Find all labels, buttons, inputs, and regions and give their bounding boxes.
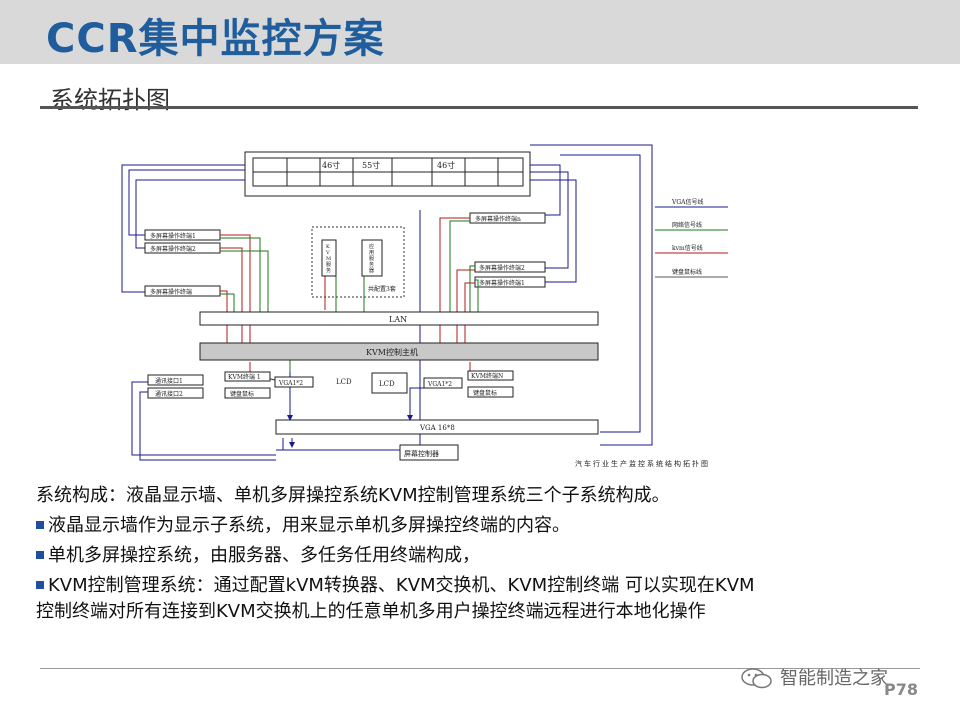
lcd-wall bbox=[244, 151, 531, 197]
lan-bar bbox=[199, 311, 599, 326]
watermark: 智能制造之家 bbox=[740, 664, 888, 690]
kvm-server bbox=[321, 239, 337, 277]
left-terminals bbox=[144, 229, 221, 297]
watermark-text: 智能制造之家 bbox=[780, 668, 888, 689]
legend-keyboard: 键盘鼠标线 bbox=[672, 268, 702, 276]
diagram-caption: 汽车行业生产监控系统结构拓扑图 bbox=[575, 459, 710, 468]
vga-split-left-label: VGA1*2 bbox=[278, 380, 303, 387]
header-bar bbox=[0, 0, 960, 64]
body-line-5: 控制终端对所有连接到KVM交换机上的任意单机多用户操控终端远程进行本地化操作 bbox=[36, 597, 706, 623]
kvm-terminal-1 bbox=[224, 371, 271, 382]
screen-controller-box bbox=[399, 444, 459, 461]
keyboard-mouse-right bbox=[467, 386, 514, 398]
app-server-char-1: 应 bbox=[369, 243, 374, 250]
screen-label-right: 46寸 bbox=[437, 160, 455, 170]
port-1-label: 通讯接口1 bbox=[155, 377, 183, 385]
body-line-2: 液晶显示墙作为显示子系统，用来显示单机多屏操控终端的内容。 bbox=[36, 511, 570, 537]
vga-split-right-label: VGA1*2 bbox=[427, 381, 452, 388]
server-note: 共配置3套 bbox=[368, 285, 396, 293]
footer-divider bbox=[40, 668, 920, 669]
wechat-icon bbox=[741, 668, 772, 689]
vga-matrix-label: VGA 16*8 bbox=[419, 424, 455, 432]
kvm-host-bar bbox=[199, 342, 599, 361]
server-group-box bbox=[311, 226, 405, 298]
lan-label: LAN bbox=[389, 315, 407, 324]
bullet-icon bbox=[36, 521, 44, 529]
legend-vga: VGA信号线 bbox=[671, 198, 703, 206]
right-terminal-n: 多屏幕操作终端n bbox=[475, 215, 521, 223]
port-1 bbox=[147, 374, 204, 386]
kvm-server-char-1: K bbox=[326, 244, 330, 250]
legend bbox=[655, 206, 728, 278]
body-line-4b-text: 控制终端对所有连接到KVM交换机上的任意单机多用户操控终端远程进行本地化操作 bbox=[36, 601, 706, 622]
vga-matrix-box bbox=[275, 419, 599, 435]
body-line-3-text: 单机多屏操控系统，由服务器、多任务任用终端构成， bbox=[48, 545, 480, 566]
body-line-1: 系统构成：液晶显示墙、单机多屏操控系统KVM控制管理系统三个子系统构成。 bbox=[36, 481, 670, 507]
body-line-1-text: 系统构成：液晶显示墙、单机多屏操控系统KVM控制管理系统三个子系统构成。 bbox=[36, 485, 670, 506]
keyboard-mouse-right-label: 键盘鼠标 bbox=[473, 389, 497, 397]
legend-kvm: kvm信号线 bbox=[672, 244, 703, 252]
body-line-2-text: 液晶显示墙作为显示子系统，用来显示单机多屏操控终端的内容。 bbox=[48, 515, 570, 536]
screen-label-center: 55寸 bbox=[362, 160, 380, 170]
vga-split-left bbox=[274, 376, 314, 388]
app-server bbox=[361, 239, 383, 277]
port-2 bbox=[147, 387, 204, 399]
kvm-server-char-4: 服 bbox=[326, 262, 331, 268]
app-server-char-4: 务 bbox=[369, 261, 374, 268]
port-2-label: 通讯接口2 bbox=[155, 390, 183, 398]
subtitle-underline bbox=[40, 106, 918, 109]
body-line-3: 单机多屏操控系统，由服务器、多任务任用终端构成， bbox=[36, 541, 480, 567]
right-terminals bbox=[469, 212, 546, 288]
right-terminal-1: 多屏幕操作终端1 bbox=[479, 279, 525, 287]
kvm-server-char-5: 务 bbox=[326, 267, 331, 274]
kvm-server-char-3: M bbox=[326, 256, 331, 262]
lcd-left-label: LCD bbox=[336, 378, 352, 386]
app-server-char-5: 器 bbox=[369, 268, 374, 274]
kvm-terminal-1-label: KVM终端 1 bbox=[228, 373, 261, 381]
slide-title: CCR集中监控方案 bbox=[46, 16, 385, 62]
keyboard-mouse-left bbox=[224, 387, 271, 399]
right-terminal-2: 多屏幕操作终端2 bbox=[479, 264, 525, 272]
left-terminal-3: 多屏幕操作终端 bbox=[150, 288, 192, 296]
vga-split-right bbox=[423, 377, 463, 389]
kvm-terminal-n bbox=[467, 370, 514, 381]
lcd-right-label: LCD bbox=[379, 380, 395, 388]
screen-label-left: 46寸 bbox=[322, 160, 340, 170]
bullet-icon bbox=[36, 551, 44, 559]
app-server-char-2: 用 bbox=[369, 250, 374, 256]
app-server-char-3: 服 bbox=[369, 256, 374, 262]
body-line-4: KVM控制管理系统：通过配置kVM转换器、KVM交换机、KVM控制终端 可以实现… bbox=[36, 571, 755, 597]
keyboard-mouse-left-label: 键盘鼠标 bbox=[230, 390, 254, 398]
left-terminal-2: 多屏幕操作终端2 bbox=[150, 245, 196, 253]
body-line-4a-text: KVM控制管理系统：通过配置kVM转换器、KVM交换机、KVM控制终端 可以实现… bbox=[48, 575, 755, 596]
bullet-icon bbox=[36, 581, 44, 589]
legend-network: 网络信号线 bbox=[672, 221, 702, 229]
page-number: P78 bbox=[884, 680, 918, 699]
screen-controller-label: 屏幕控制器 bbox=[404, 449, 439, 458]
kvm-host-label: KVM控制主机 bbox=[366, 347, 418, 357]
kvm-server-char-2: V bbox=[325, 250, 330, 256]
kvm-terminal-n-label: KVM终端N bbox=[471, 372, 503, 380]
left-terminal-1: 多屏幕操作终端1 bbox=[150, 232, 196, 240]
section-subtitle: 系统拓扑图 bbox=[50, 86, 170, 114]
lcd-right-box bbox=[371, 372, 408, 394]
